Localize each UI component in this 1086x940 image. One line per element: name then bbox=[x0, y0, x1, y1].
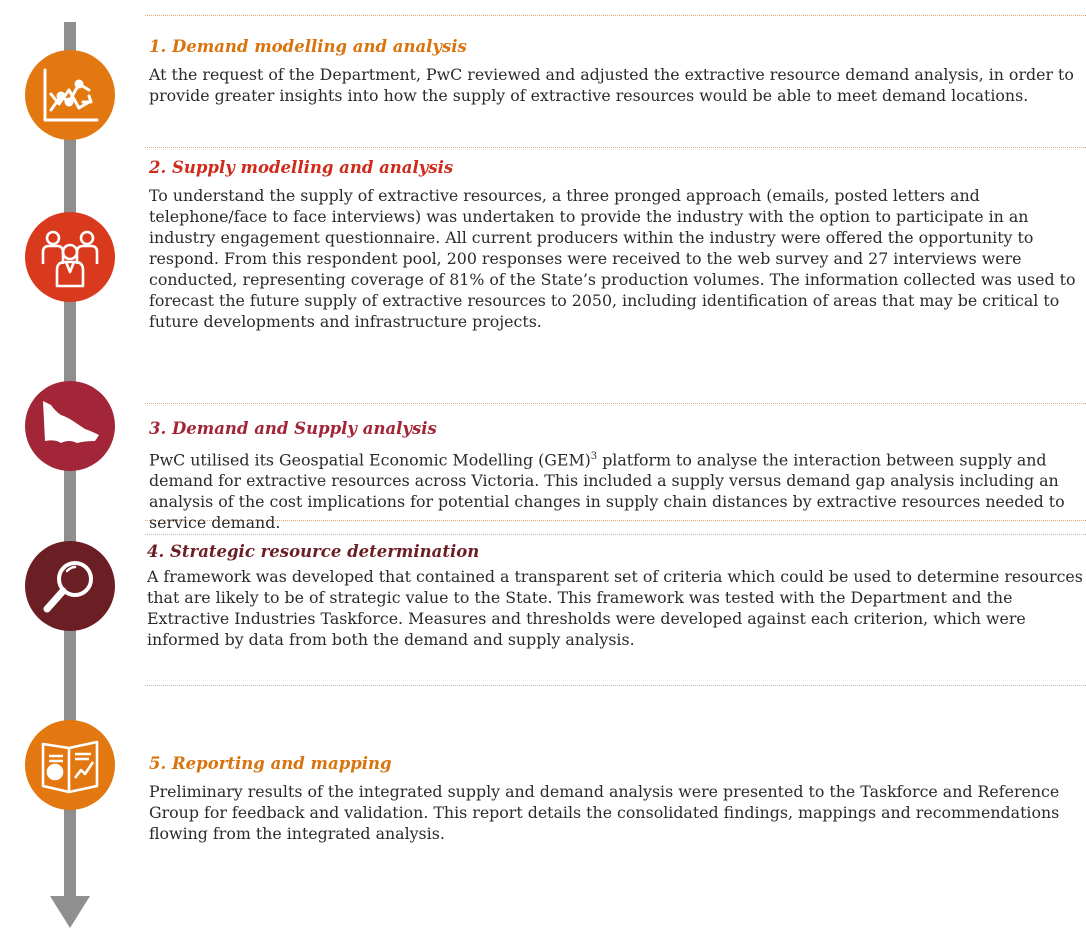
body-text-start: PwC utilised its Geospatial Economic Mod… bbox=[149, 450, 591, 470]
section-strategic-resource: 4. Strategic resource determination A fr… bbox=[145, 534, 1086, 686]
section-demand-supply: 3. Demand and Supply analysis PwC utilis… bbox=[145, 403, 1086, 532]
line-chart-icon bbox=[25, 50, 115, 140]
people-group-icon bbox=[25, 212, 115, 302]
section-body: At the request of the Department, PwC re… bbox=[149, 65, 1074, 105]
section-title: 2. Supply modelling and analysis bbox=[149, 158, 454, 177]
section-body: A framework was developed that contained… bbox=[147, 567, 1083, 649]
section-title: 3. Demand and Supply analysis bbox=[149, 419, 437, 438]
section-reporting-mapping: 5. Reporting and mapping Preliminary res… bbox=[145, 725, 1086, 875]
section-supply-modelling: 2. Supply modelling and analysis To unde… bbox=[145, 147, 1086, 403]
section-title: 4. Strategic resource determination bbox=[147, 542, 480, 561]
report-chart-icon bbox=[25, 720, 115, 810]
section-title: 1. Demand modelling and analysis bbox=[149, 37, 467, 56]
body-text-end: platform to analyse the interaction betw… bbox=[149, 450, 1065, 533]
section-title: 5. Reporting and mapping bbox=[149, 754, 392, 773]
footnote-marker: 3 bbox=[590, 451, 598, 462]
section-body: Preliminary results of the integrated su… bbox=[149, 782, 1060, 843]
section-body: PwC utilised its Geospatial Economic Mod… bbox=[149, 446, 1084, 533]
timeline-arrow-icon bbox=[50, 896, 90, 928]
magnifier-icon bbox=[25, 541, 115, 631]
victoria-map-icon bbox=[25, 381, 115, 471]
section-body: To understand the supply of extractive r… bbox=[149, 186, 1076, 331]
section-demand-modelling: 1. Demand modelling and analysis At the … bbox=[145, 15, 1086, 145]
